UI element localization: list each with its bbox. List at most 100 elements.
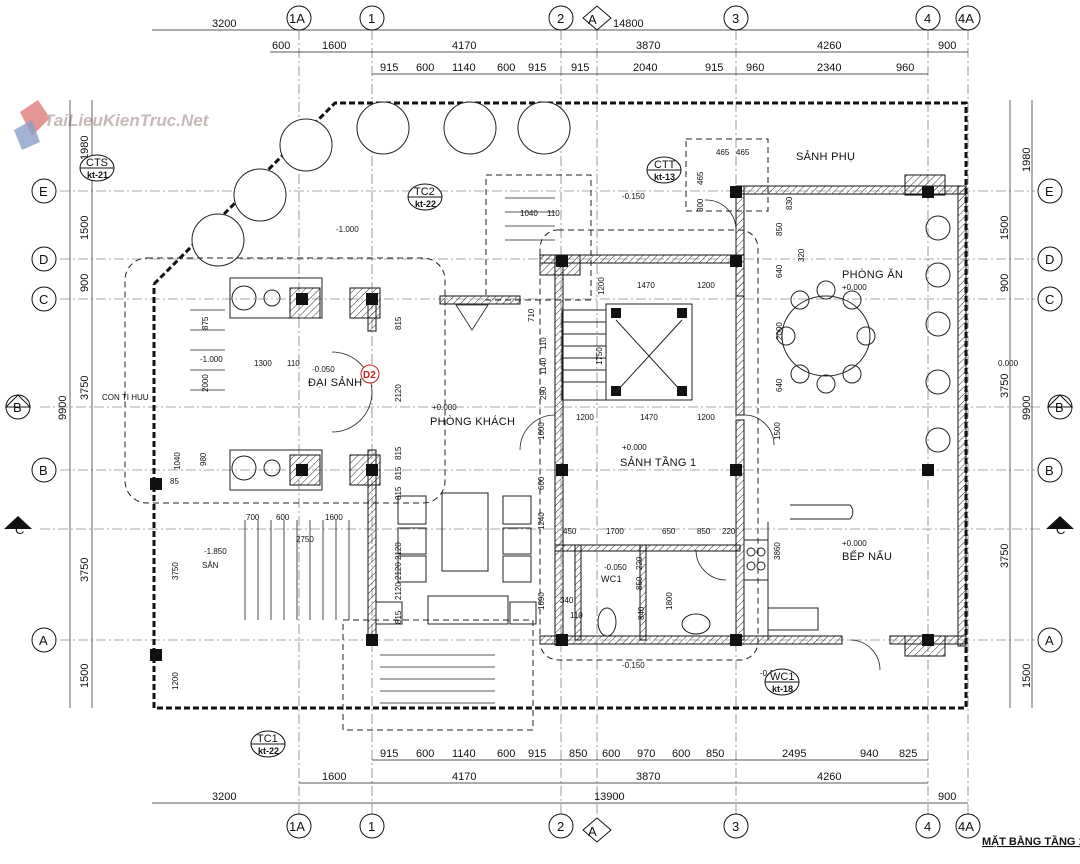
int-dim-13: 640 [775, 264, 784, 278]
callout-tc2-sheet: kt-22 [415, 199, 436, 209]
grid-bubbles-top [286, 5, 981, 31]
callout-wc1: WC1 [770, 671, 794, 683]
room-dai-sanh: ĐẠI SẢNH [308, 376, 362, 389]
int-dim-6: 465 [696, 171, 705, 185]
dim-bot-row1-6: 850 [569, 748, 587, 760]
int-dim-4: 465 [736, 148, 750, 157]
grid-row-left-D: D [39, 252, 48, 267]
grid-col-bot-A: A [588, 824, 597, 839]
int-dim-15: 640 [775, 378, 784, 392]
grid-bubbles-left [5, 178, 1073, 653]
int-dim-24: 1200 [697, 413, 715, 422]
int-dim-7: 830 [785, 196, 794, 210]
int-dim-38: 1600 [325, 513, 343, 522]
level-7: +0.000 [842, 283, 867, 292]
room-sanh-tang-1: SẢNH TẦNG 1 [620, 456, 696, 469]
room-wc1: WC1 [601, 574, 622, 584]
dim-bot-row1-1: 915 [380, 748, 398, 760]
int-dim-31: 2120 [394, 582, 403, 600]
int-dim-53: 840 [637, 606, 646, 620]
callout-ctt: CTT [654, 159, 676, 171]
level-11: -0.150 [622, 661, 645, 670]
int-dim-62: 1200 [597, 277, 606, 295]
grid-row-right-C: C [1045, 292, 1054, 307]
grid-col-bot-3: 3 [732, 819, 739, 834]
grid-col-bot-4A: 4A [958, 819, 974, 834]
int-dim-18: 110 [287, 359, 300, 368]
dim-left-5: 3750 [79, 558, 91, 582]
int-dim-45: 1240 [537, 512, 546, 530]
dim-right-4: 3750 [999, 374, 1011, 398]
dim-right-3: 900 [999, 274, 1011, 292]
int-dim-26: 1140 [539, 357, 548, 375]
section-left-C: C [15, 522, 24, 537]
int-dim-32: 1500 [773, 422, 782, 440]
int-dim-27: 290 [539, 386, 548, 400]
walls [289, 174, 967, 657]
int-dim-37: 600 [276, 513, 290, 522]
int-dim-50: 1690 [537, 592, 546, 610]
dim-left-4: 3750 [79, 376, 91, 400]
grid-col-top-1A: 1A [289, 11, 305, 26]
int-dim-20: 815 [394, 316, 403, 330]
dim-bot-overall-1: 3200 [212, 791, 236, 803]
door-tag-d2: D2 [363, 370, 376, 381]
right-dimensions: 1980 1500 900 3750 3750 1500 9900 [999, 148, 1033, 688]
level-12: -1.850 [204, 547, 227, 556]
drawing-title: MẶT BẰNG TẦNG 1 [982, 835, 1080, 848]
dim-top-row3-11: 960 [896, 62, 914, 74]
section-marker-a-top [582, 5, 612, 31]
level-6: -0.150 [622, 192, 645, 201]
int-dim-35: 980 [199, 452, 208, 466]
dim-bot-row2-2: 4170 [452, 771, 476, 783]
dim-left-2: 1500 [79, 216, 91, 240]
interior-dimensions: 1040 110 465 465 300 465 830 2120 1470 1… [170, 148, 806, 690]
dim-right-1: 1980 [1021, 148, 1033, 172]
level-9: +0.000 [842, 539, 867, 548]
grid-labels-bottom: 1A 1 2 A 3 4 4A [289, 819, 974, 839]
room-sanh-phu: SẢNH PHỤ [796, 150, 855, 163]
int-dim-5: 300 [696, 198, 705, 212]
level-5: +0.000 [622, 443, 647, 452]
dim-bot-row1-4: 600 [497, 748, 515, 760]
int-dim-3: 465 [716, 148, 730, 157]
dim-top-row2-3: 4170 [452, 40, 476, 52]
bottom-dimensions: 915 600 1140 600 915 850 600 970 600 850… [212, 748, 956, 803]
dim-bot-row1-5: 915 [528, 748, 546, 760]
dim-left-overall: 9900 [57, 396, 69, 420]
int-dim-10: 1200 [697, 281, 715, 290]
int-dim-17: 1300 [254, 359, 272, 368]
int-dim-51: 340 [560, 596, 574, 605]
int-dim-2: 110 [547, 209, 560, 218]
int-dim-47: 3860 [773, 542, 782, 560]
int-dim-34: 1040 [173, 452, 182, 470]
structural-columns [150, 186, 934, 661]
dim-top-row2-6: 900 [938, 40, 956, 52]
level-2: -1.000 [200, 355, 223, 364]
dim-top-row3-6: 915 [571, 62, 589, 74]
int-dim-29: 815 [394, 446, 403, 460]
door-tag: D2 [360, 364, 380, 384]
int-dim-33: 1600 [537, 422, 546, 440]
int-dim-12: 320 [797, 248, 806, 262]
fixtures [124, 138, 951, 731]
int-dim-58: 1200 [171, 672, 180, 690]
trees [191, 101, 571, 267]
int-dim-44: 220 [722, 527, 736, 536]
dim-right-overall: 9900 [1021, 396, 1033, 420]
watermark-logo: TaiLieuKienTruc.Net [14, 100, 210, 150]
dim-top-row3-3: 1140 [452, 62, 476, 74]
int-dim-23: 1470 [640, 413, 658, 422]
dim-top-row3-5: 915 [528, 62, 546, 74]
dim-bot-row1-13: 825 [899, 748, 917, 760]
grid-labels-top: 1A 1 2 A 3 4 4A [289, 11, 974, 27]
grid-row-right-D: D [1045, 252, 1054, 267]
dim-top-row2-2: 1600 [322, 40, 346, 52]
int-dim-46: 600 [537, 476, 546, 490]
room-phong-an: PHÒNG ĂN [842, 268, 903, 281]
grid-col-bot-4: 4 [924, 819, 931, 834]
int-dim-11: 850 [775, 222, 784, 236]
callout-ctt-sheet: kt-13 [654, 172, 675, 182]
dim-bot-row1-8: 970 [637, 748, 655, 760]
